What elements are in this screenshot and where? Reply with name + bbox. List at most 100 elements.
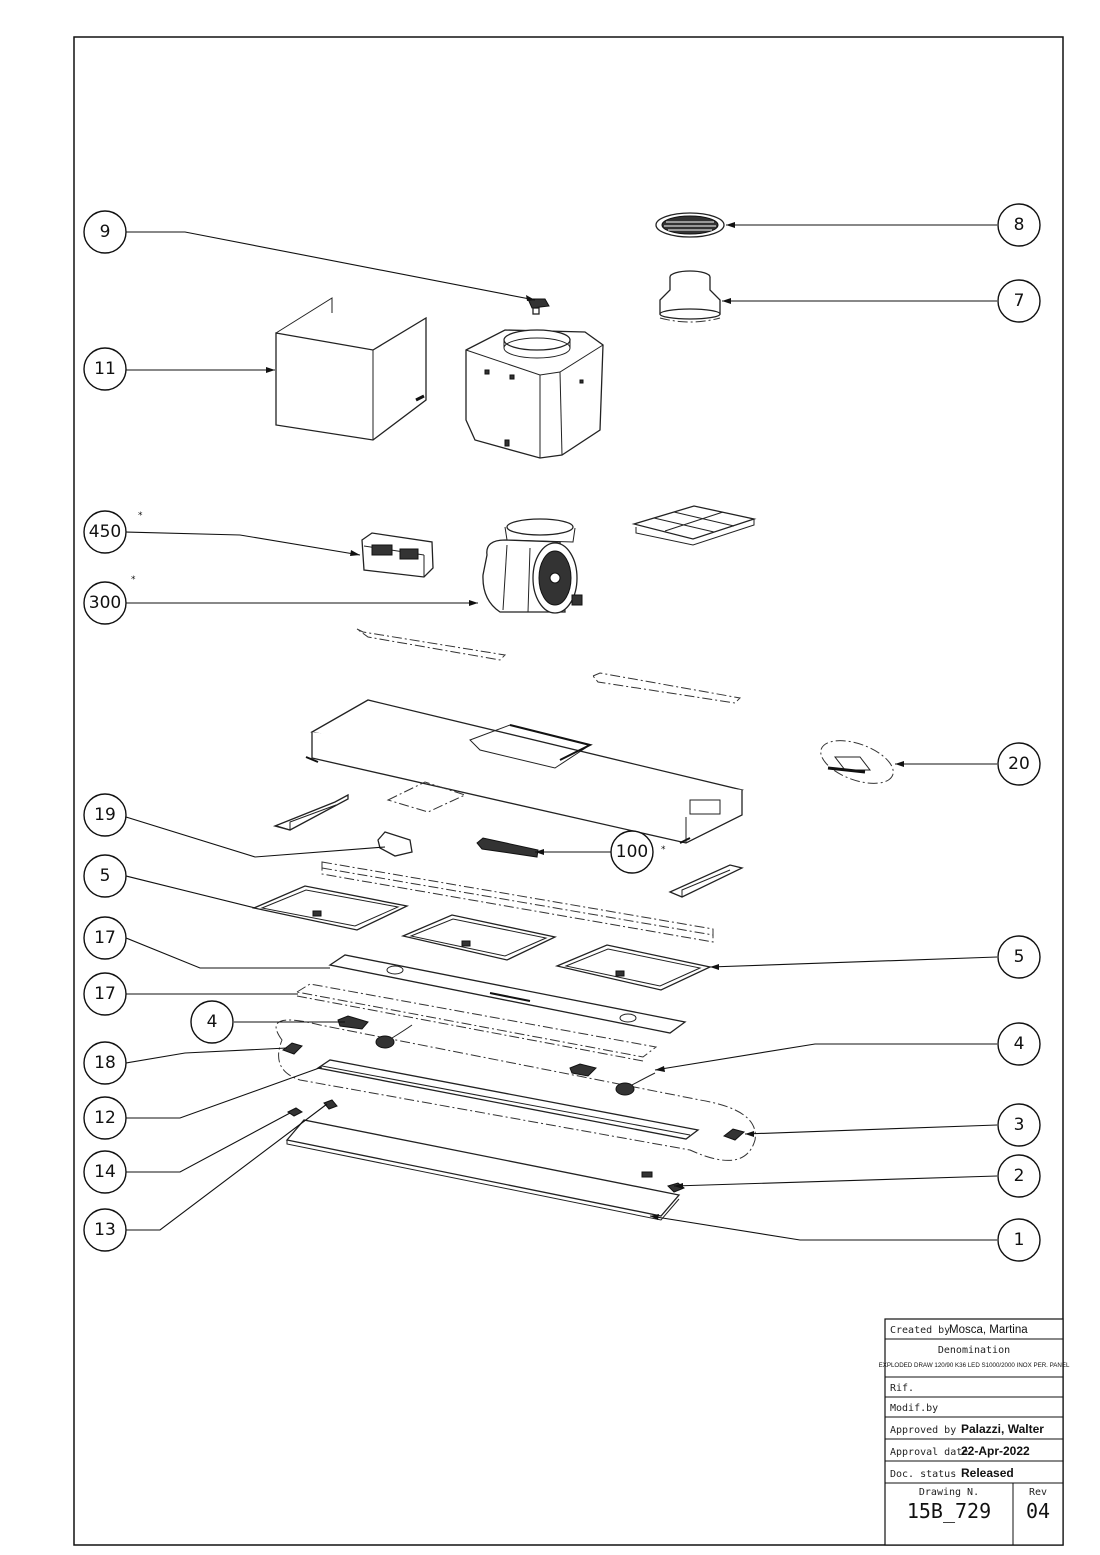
- part-filter-cover: [631, 505, 757, 546]
- part-hood-body: [305, 699, 744, 844]
- created-by-value: Mosca, Martina: [949, 1324, 1028, 1336]
- callout-100-star: *: [661, 845, 666, 855]
- part-connector-4b: [569, 1063, 597, 1077]
- callout-13-label: 13: [94, 1220, 116, 1240]
- callout-4-right: 4: [997, 1022, 1041, 1066]
- part-duct-adapter: [659, 270, 721, 323]
- callout-11: 11: [83, 347, 127, 391]
- arrowheads: [266, 222, 904, 1220]
- part-motor-housing: [465, 329, 604, 459]
- callout-5-left: 5: [83, 854, 127, 898]
- callout-18: 18: [83, 1041, 127, 1085]
- part-light-detail: [820, 740, 894, 784]
- part-led-spot-left: [375, 1024, 413, 1049]
- part-bracket-left: [272, 793, 349, 831]
- callout-14: 14: [83, 1150, 127, 1194]
- part-led-driver: [476, 837, 539, 858]
- doc-status-value: Released: [961, 1466, 1014, 1480]
- part-filter-3: [554, 944, 713, 991]
- leader-lines: [125, 224, 998, 1241]
- part-light-strip: [316, 1059, 700, 1140]
- part-electronic-box: [361, 532, 434, 578]
- part-chimney: [275, 297, 427, 441]
- part-plate-dashed: [386, 781, 467, 813]
- denomination-label: Denomination: [938, 1345, 1010, 1356]
- part-gasket-right: [592, 672, 742, 704]
- approval-date-value: 22-Apr-2022: [961, 1444, 1030, 1458]
- rif-label: Rif.: [890, 1383, 914, 1394]
- callout-450-label: 450: [89, 522, 121, 542]
- callout-8: 8: [997, 203, 1041, 247]
- part-strip-17a: [328, 954, 687, 1034]
- callout-100-label: 100: [616, 842, 648, 862]
- callout-300-star: *: [131, 575, 136, 585]
- callout-20: 20: [997, 742, 1041, 786]
- callout-2-label: 2: [1014, 1166, 1025, 1186]
- part-connector-3: [722, 1128, 746, 1141]
- part-connector-18: [281, 1042, 303, 1055]
- part-connector-4a: [337, 1015, 369, 1030]
- callout-17-top-label: 17: [94, 928, 116, 948]
- drawing-number-value: 15B_729: [907, 1499, 991, 1523]
- callout-5-right-label: 5: [1014, 947, 1025, 967]
- approved-by-label: Approved by: [890, 1425, 956, 1436]
- callout-450: 450 *: [83, 510, 143, 554]
- part-filter-2: [400, 914, 557, 961]
- part-lighting-group-outline: [275, 1019, 756, 1161]
- callout-19: 19: [83, 793, 127, 837]
- callout-100: 100 *: [610, 830, 666, 874]
- callout-1: 1: [997, 1218, 1041, 1262]
- created-by-label: Created by: [890, 1325, 950, 1336]
- title-block: Created by Mosca, Martina Denomination E…: [879, 1318, 1070, 1546]
- callout-12-label: 12: [94, 1108, 116, 1128]
- callout-20-label: 20: [1008, 754, 1030, 774]
- callout-17-bottom: 17: [83, 972, 127, 1016]
- callout-11-label: 11: [94, 359, 116, 379]
- callout-300: 300 *: [83, 575, 136, 625]
- revision-label: Rev: [1029, 1487, 1047, 1498]
- approved-by-value: Palazzi, Walter: [961, 1422, 1044, 1436]
- callout-17-bottom-label: 17: [94, 984, 116, 1004]
- part-blower-motor: [482, 518, 583, 614]
- callout-7-label: 7: [1014, 291, 1025, 311]
- callout-19-label: 19: [94, 805, 116, 825]
- callout-4-left: 4: [190, 1000, 234, 1044]
- part-gasket-left: [356, 628, 507, 661]
- callout-3-label: 3: [1014, 1115, 1025, 1135]
- callout-4-left-label: 4: [207, 1012, 218, 1032]
- part-rail: [321, 861, 714, 943]
- callout-450-star: *: [138, 511, 143, 521]
- callout-9-label: 9: [100, 222, 111, 242]
- part-13: [323, 1099, 338, 1110]
- approval-date-label: Approval date: [890, 1447, 968, 1458]
- callout-2: 2: [997, 1154, 1041, 1198]
- drawing-number-label: Drawing N.: [919, 1487, 979, 1498]
- part-clip-9: [527, 298, 550, 315]
- part-filter-1: [251, 885, 410, 931]
- part-bottom-panel: [285, 1119, 681, 1221]
- modified-by-label: Modif.by: [890, 1403, 938, 1414]
- callout-5-right: 5: [997, 935, 1041, 979]
- part-bracket-19: [377, 831, 413, 857]
- callout-8-label: 8: [1014, 215, 1025, 235]
- part-bracket-right: [668, 864, 744, 898]
- revision-value: 04: [1026, 1499, 1050, 1523]
- part-strip-17b: [295, 983, 658, 1062]
- callout-7: 7: [997, 279, 1041, 323]
- denomination-value: EXPLODED DRAW 120/90 K36 LED S1000/2000 …: [879, 1362, 1070, 1369]
- part-grille: [655, 212, 725, 238]
- callout-300-label: 300: [89, 593, 121, 613]
- callout-3: 3: [997, 1103, 1041, 1147]
- callout-13: 13: [83, 1208, 127, 1252]
- callout-4-right-label: 4: [1014, 1034, 1025, 1054]
- part-led-spot-right: [615, 1072, 656, 1096]
- callout-9: 9: [83, 210, 127, 254]
- callout-17-top: 17: [83, 916, 127, 960]
- doc-status-label: Doc. status: [890, 1469, 956, 1480]
- callout-18-label: 18: [94, 1053, 116, 1073]
- callout-1-label: 1: [1014, 1230, 1025, 1250]
- callout-12: 12: [83, 1096, 127, 1140]
- part-14: [287, 1107, 303, 1117]
- drawing-border: [73, 36, 1064, 1546]
